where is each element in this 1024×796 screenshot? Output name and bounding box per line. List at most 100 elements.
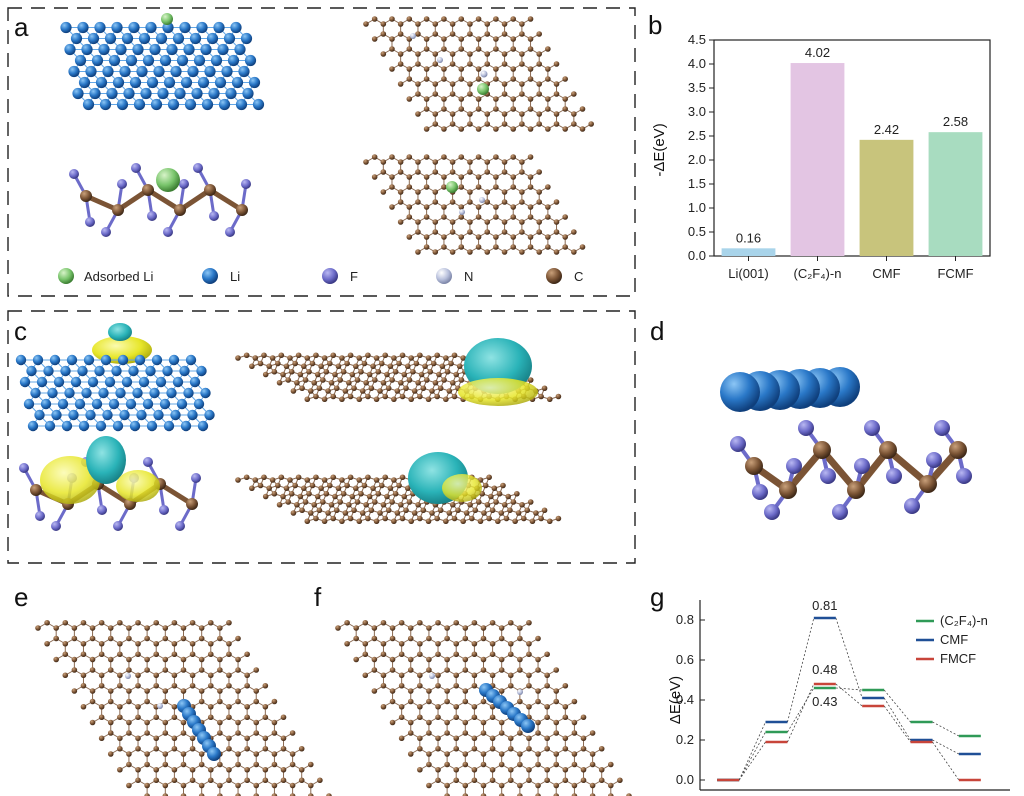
carbon-atom [444, 698, 450, 705]
carbon-atom [562, 244, 568, 250]
carbon-atom [117, 745, 123, 752]
carbon-atom [432, 61, 439, 67]
carbon-atom [80, 651, 87, 658]
carbon-atom [432, 31, 439, 37]
carbon-atom [71, 625, 78, 631]
carbon-atom [171, 735, 178, 742]
carbon-atom [501, 111, 508, 117]
carbon-atom [571, 91, 577, 97]
line-chart-connector [932, 739, 960, 755]
carbon-atom [321, 518, 328, 525]
carbon-atom [467, 61, 473, 67]
line-chart-connector [835, 683, 863, 707]
carbon-atom [467, 111, 473, 117]
carbon-atom [235, 751, 241, 757]
carbon-atom [198, 688, 205, 694]
carbon-atom [389, 36, 395, 42]
carbon-atom [378, 482, 385, 489]
li-atom [99, 98, 112, 111]
li-atom [146, 76, 159, 89]
carbon-atom [126, 667, 132, 673]
carbon-atom [144, 698, 150, 705]
li-atom [234, 43, 246, 56]
carbon-atom [467, 31, 473, 37]
carbon-atom [406, 184, 413, 190]
carbon-atom [453, 735, 460, 742]
panel-f-sheet [335, 619, 632, 796]
carbon-atom [544, 766, 550, 773]
carbon-atom [144, 730, 150, 736]
carbon-atom [415, 61, 421, 67]
carbon-atom [275, 360, 281, 367]
carbon-atom [171, 703, 178, 710]
carbon-atom [299, 507, 305, 514]
nitrogen-atom [429, 673, 435, 679]
carbon-atom [313, 393, 319, 400]
line-chart-y-tick-label: 0.4 [676, 692, 694, 707]
carbon-atom [517, 667, 523, 673]
carbon-atom [919, 475, 937, 493]
li-atom [94, 21, 106, 34]
carbon-atom [453, 714, 460, 721]
carbon-atom [351, 385, 357, 392]
carbon-atom [346, 379, 352, 386]
carbon-atom [471, 682, 478, 689]
carbon-atom [626, 793, 632, 796]
carbon-atom [98, 619, 105, 626]
carbon-atom [198, 761, 205, 768]
carbon-atom [35, 625, 41, 631]
carbon-atom [226, 777, 232, 784]
carbon-atom [458, 377, 465, 383]
nitrogen-atom [459, 209, 465, 215]
carbon-atom [449, 249, 456, 255]
carbon-atom [328, 501, 335, 508]
carbon-atom [415, 21, 421, 27]
carbon-atom [144, 656, 150, 663]
carbon-atom [517, 782, 523, 789]
carbon-atom [535, 719, 541, 726]
adsorbed-li-atom [477, 83, 489, 95]
carbon-atom [243, 474, 250, 481]
carbon-atom [441, 96, 447, 102]
carbon-atom [126, 688, 132, 694]
carbon-atom [535, 782, 541, 789]
legend-label-adsorbed-li: Adsorbed Li [84, 269, 153, 284]
carbon-atom [553, 61, 560, 67]
carbon-atom [498, 751, 505, 757]
li-atom [119, 409, 130, 421]
carbon-atom [380, 31, 387, 37]
carbon-atom [435, 619, 441, 626]
li-atom [187, 65, 199, 78]
panel-label-g: g [650, 582, 664, 612]
carbon-atom [301, 363, 307, 370]
carbon-atom [280, 766, 287, 773]
line-chart-legend-label: FMCF [940, 651, 976, 666]
carbon-atom [435, 682, 441, 689]
carbon-atom [266, 363, 272, 370]
carbon-atom [501, 121, 508, 127]
carbon-atom [467, 121, 473, 127]
carbon-atom [392, 368, 399, 375]
line-chart-annotation: 0.43 [812, 694, 837, 709]
carbon-atom [389, 719, 396, 726]
carbon-atom [510, 154, 517, 160]
carbon-atom [501, 159, 508, 165]
carbon-atom [434, 393, 440, 400]
carbon-atom [435, 766, 441, 773]
carbon-atom [495, 518, 501, 525]
li-atom [106, 87, 118, 100]
carbon-atom [535, 761, 541, 768]
carbon-atom [451, 393, 458, 400]
carbon-atom [207, 619, 214, 626]
carbon-atom [435, 651, 441, 658]
carbon-atom [380, 672, 387, 679]
carbon-atom [444, 761, 450, 768]
li-atom [94, 365, 105, 377]
carbon-atom [482, 482, 489, 489]
carbon-atom [351, 507, 357, 514]
carbon-atom [378, 360, 385, 367]
carbon-atom [287, 477, 293, 483]
carbon-atom [510, 36, 517, 42]
li-atom [200, 387, 211, 399]
fluorine-atom [956, 468, 972, 484]
